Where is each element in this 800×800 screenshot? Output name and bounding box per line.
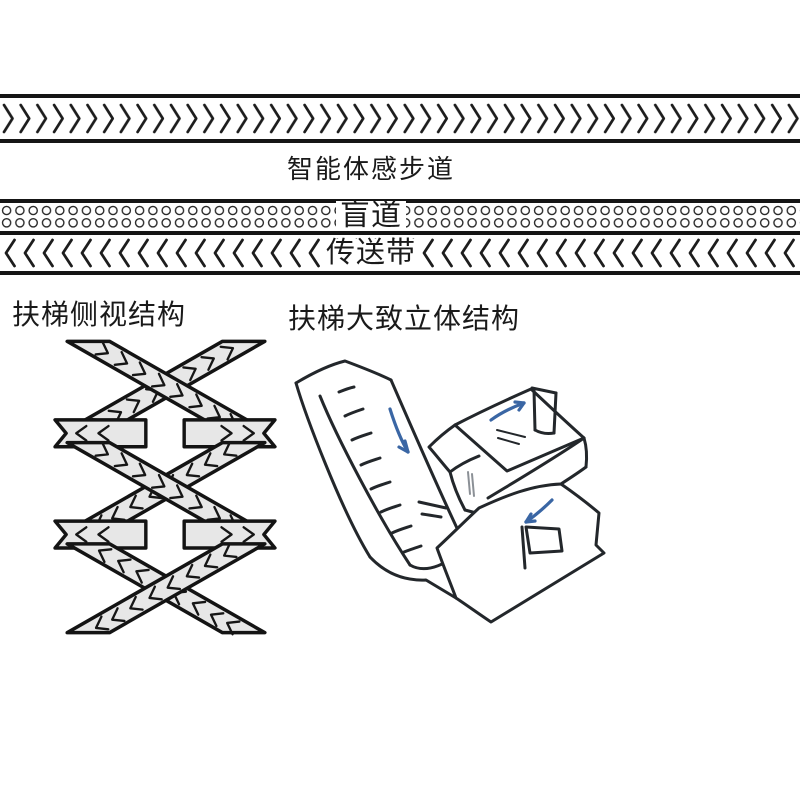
lower-landing [435, 482, 606, 624]
ramp-top-ridge [294, 359, 393, 385]
divider-line [0, 231, 800, 235]
landing-step-plate [524, 525, 564, 555]
divider-line [0, 271, 800, 275]
hatch-mark [420, 512, 443, 519]
ramp-left-rail [294, 381, 372, 559]
landing-divider [520, 525, 527, 570]
connector-edge [559, 465, 588, 486]
hatch-mark [496, 429, 526, 438]
mid-wing-edge [448, 470, 467, 512]
upper-platform-side-edge [582, 436, 589, 469]
ramp-belt-right [389, 378, 468, 549]
balustrade-panel [530, 386, 558, 436]
conveyor-label: 传送带 [321, 239, 421, 268]
divider-line [0, 139, 800, 143]
step-dashes [337, 385, 423, 554]
iso-view-title: 扶梯大致立体结构 [288, 303, 521, 334]
shadow-line [467, 471, 471, 495]
side-view-sketch [53, 339, 277, 636]
blind-path-label: 盲道 [336, 201, 406, 231]
smart-walkway-label: 智能体感步道 [282, 156, 460, 182]
upper-platform-front-edge [486, 436, 586, 500]
side-view-title: 扶梯侧视结构 [12, 299, 187, 330]
divider-line [0, 94, 800, 98]
chevrons-right-pattern-icon [0, 98, 800, 139]
down-entry-arrow [524, 498, 554, 524]
hatch-mark [497, 437, 520, 445]
smart-walkway-band [0, 98, 800, 139]
ramp-belt-left [318, 394, 412, 567]
shadow-line [471, 473, 475, 497]
iso-view-sketch [294, 359, 606, 624]
mid-wing [427, 423, 481, 474]
up-exit-arrow [489, 400, 526, 422]
down-ramp-arrow [388, 407, 410, 454]
hatch-mark [417, 500, 448, 510]
ramp-bottom-edge [368, 555, 458, 600]
